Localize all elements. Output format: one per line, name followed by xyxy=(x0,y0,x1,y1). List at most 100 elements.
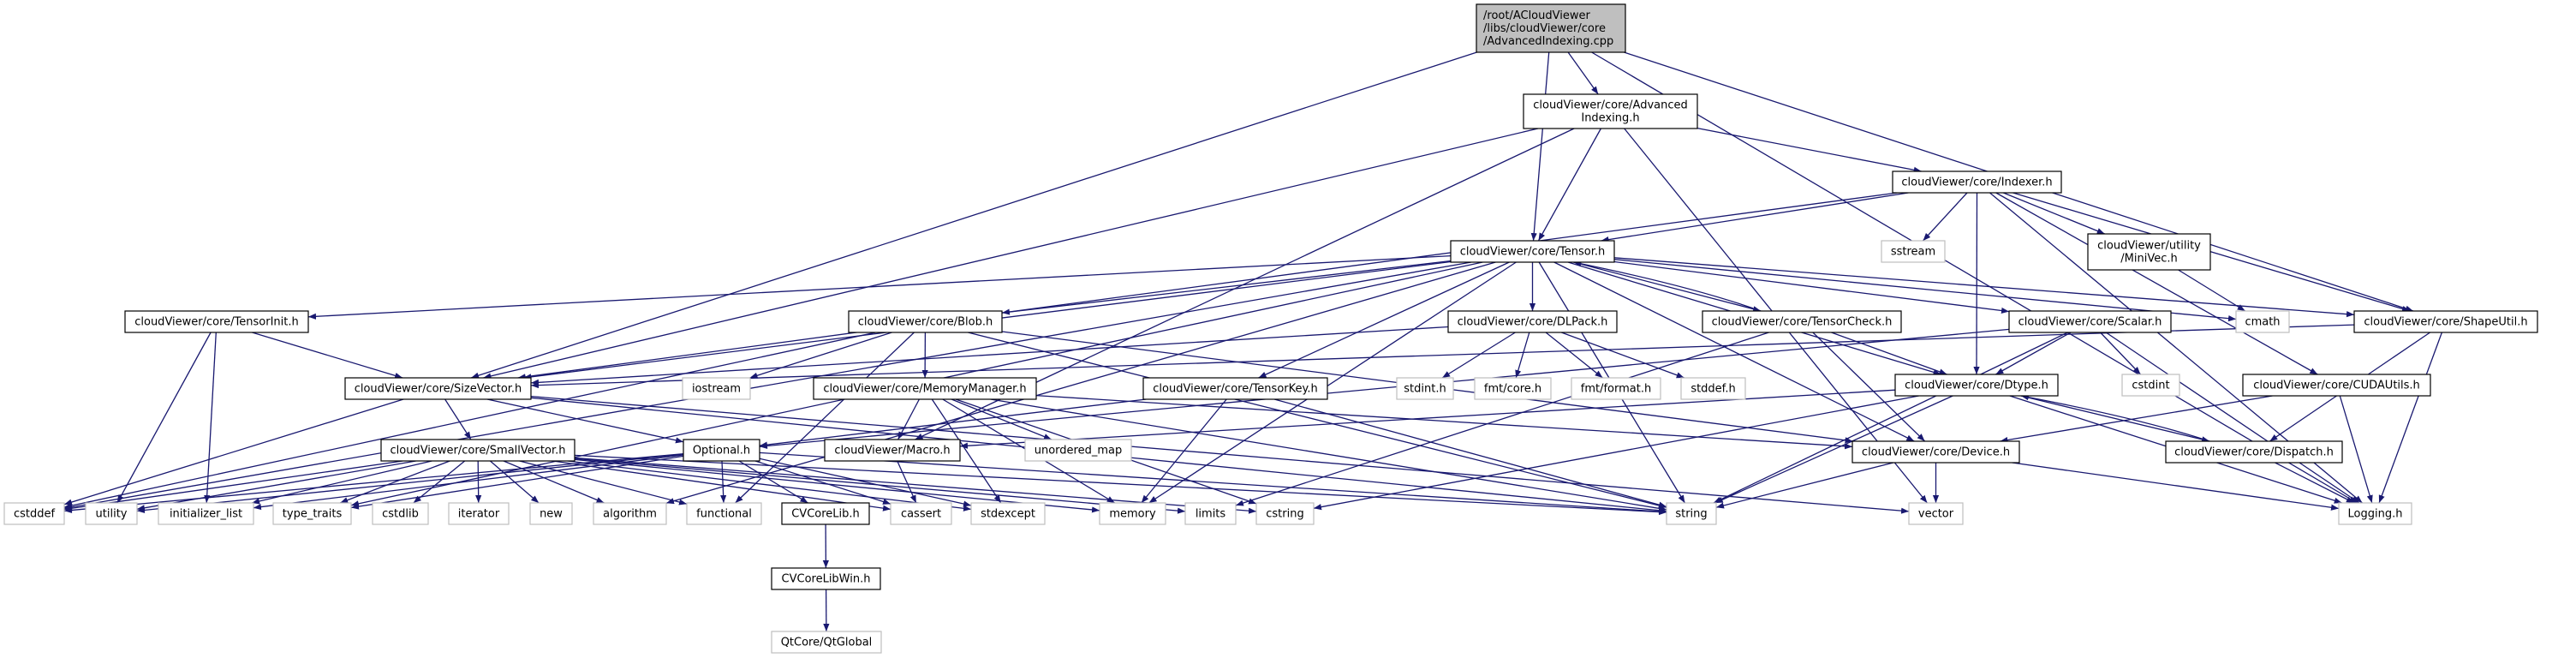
edge-shapeutil-to-sizevector xyxy=(530,324,2355,389)
node-cvcorelib[interactable]: CVCoreLib.h xyxy=(781,502,870,525)
edge-tensor-to-blob xyxy=(1001,260,1452,315)
node-qtglobal: QtCore/QtGlobal xyxy=(771,631,882,654)
edge-blob-to-iostream xyxy=(749,332,892,379)
edge-smallvector-to-cstddef xyxy=(63,460,403,511)
edge-smallvector-to-utility xyxy=(136,460,416,511)
node-box xyxy=(848,310,1003,333)
edge-memmgr-to-device xyxy=(1035,394,1853,450)
edge-smallvector-to-iterator xyxy=(475,460,482,504)
node-device[interactable]: cloudViewer/core/Device.h xyxy=(1852,440,2020,464)
edge-dlpack-to-stddef_h xyxy=(1561,332,1685,379)
node-box xyxy=(781,502,870,525)
node-label: memory xyxy=(1109,508,1156,521)
node-label: cloudViewer/core/SizeVector.h xyxy=(355,383,522,396)
node-box xyxy=(1474,377,1552,400)
node-box xyxy=(1184,502,1237,525)
edge-tensorkey-to-optional xyxy=(759,398,1147,448)
node-label: stdint.h xyxy=(1404,383,1446,396)
node-box xyxy=(380,439,575,462)
edge-root-to-logging xyxy=(1591,51,2358,504)
node-tensorcheck[interactable]: cloudViewer/core/TensorCheck.h xyxy=(1702,310,1902,333)
node-box xyxy=(2087,233,2211,271)
node-box xyxy=(2235,310,2290,333)
node-cvcorelibwin[interactable]: CVCoreLibWin.h xyxy=(771,567,881,590)
edge-smallvector-to-stdexcept xyxy=(567,460,972,511)
edge-tensorcheck-to-tensor xyxy=(1573,260,1762,312)
edge-advidx-to-tensor xyxy=(1537,128,1601,242)
node-box xyxy=(1024,439,1132,462)
edge-root-to-tensor xyxy=(1530,51,1550,242)
node-limits: limits xyxy=(1184,502,1237,525)
edge-root-to-advidx xyxy=(1567,51,1599,95)
node-box xyxy=(771,631,882,654)
edge-dlpack-to-sizevector xyxy=(530,326,1449,386)
edge-advidx-to-sizevector xyxy=(483,128,1539,380)
node-label: limits xyxy=(1196,508,1226,521)
node-fmtformat: fmt/format.h xyxy=(1571,377,1661,400)
node-smallvector[interactable]: cloudViewer/core/SmallVector.h xyxy=(380,439,575,462)
node-optional[interactable]: Optional.h xyxy=(683,439,760,462)
node-sizevector[interactable]: cloudViewer/core/SizeVector.h xyxy=(344,377,532,400)
node-root[interactable]: /root/ACloudViewer/libs/cloudViewer/core… xyxy=(1476,3,1626,53)
node-label: cloudViewer/core/TensorKey.h xyxy=(1153,383,1317,396)
edge-smallvector-to-string xyxy=(574,454,1667,516)
node-tensorinit[interactable]: cloudViewer/core/TensorInit.h xyxy=(124,310,309,333)
edge-root-to-sizevector xyxy=(470,51,1477,379)
edge-scalar-to-string xyxy=(1713,332,2068,504)
edge-sizevector-to-vector xyxy=(530,395,1910,514)
node-box xyxy=(1476,3,1626,53)
edge-tensor-to-algorithm xyxy=(665,261,1496,505)
edge-shapeutil-to-logging xyxy=(2378,332,2443,504)
edge-sizevector-to-smallvector xyxy=(444,398,472,440)
edge-tensor-to-cstddef xyxy=(63,261,1472,511)
node-box xyxy=(686,502,762,525)
node-box xyxy=(1666,502,1717,525)
node-dispatch[interactable]: cloudViewer/core/Dispatch.h xyxy=(2165,440,2343,464)
node-cudautils[interactable]: cloudViewer/core/CUDAUtils.h xyxy=(2242,374,2431,397)
node-box xyxy=(529,502,573,525)
edge-minivec-to-cmath xyxy=(2178,269,2246,312)
node-box xyxy=(1680,377,1746,400)
edge-tensor-to-shapeutil xyxy=(1613,257,2355,318)
node-cstddef: cstddef xyxy=(3,502,65,525)
node-scalar[interactable]: cloudViewer/core/Scalar.h xyxy=(2008,310,2172,333)
node-label: cloudViewer/core/CUDAUtils.h xyxy=(2253,380,2420,392)
node-tensor[interactable]: cloudViewer/core/Tensor.h xyxy=(1450,240,1615,263)
node-shapeutil[interactable]: cloudViewer/core/ShapeUtil.h xyxy=(2353,310,2538,333)
node-indexer[interactable]: cloudViewer/core/Indexer.h xyxy=(1892,170,2062,194)
edge-advidx-to-indexer xyxy=(1696,127,1922,173)
edge-device-to-string xyxy=(1715,462,1894,509)
node-macro[interactable]: cloudViewer/Macro.h xyxy=(824,439,961,462)
node-label: /MiniVec.h xyxy=(2120,253,2177,266)
node-stddef_h: stddef.h xyxy=(1680,377,1746,400)
node-label: fmt/core.h xyxy=(1484,383,1541,396)
node-label: cmath xyxy=(2245,316,2280,329)
edge-dlpack-to-stdint_h xyxy=(1441,332,1516,379)
edge-dtype-to-string xyxy=(1714,395,1953,504)
node-label: cloudViewer/core/ShapeUtil.h xyxy=(2364,316,2527,329)
node-box xyxy=(593,502,667,525)
node-blob[interactable]: cloudViewer/core/Blob.h xyxy=(848,310,1003,333)
node-label: /AdvancedIndexing.cpp xyxy=(1483,35,1613,48)
edge-optional-to-cvcorelib xyxy=(738,460,808,504)
node-dtype[interactable]: cloudViewer/core/Dtype.h xyxy=(1894,374,2059,397)
edge-tensor-to-tensorinit xyxy=(307,254,1452,320)
node-label: utility xyxy=(96,508,128,521)
edge-scalar-to-cstdint xyxy=(2100,332,2141,375)
node-box xyxy=(1523,93,1698,129)
node-dlpack[interactable]: cloudViewer/core/DLPack.h xyxy=(1447,310,1618,333)
node-unordered_map: unordered_map xyxy=(1024,439,1132,462)
edge-memmgr-to-string xyxy=(990,398,1667,511)
node-box xyxy=(890,502,952,525)
node-minivec[interactable]: cloudViewer/utility/MiniVec.h xyxy=(2087,233,2211,271)
node-memmgr[interactable]: cloudViewer/core/MemoryManager.h xyxy=(813,377,1037,400)
edge-sizevector-to-optional xyxy=(486,398,684,444)
edge-tensorcheck-to-limits xyxy=(1235,332,1769,506)
node-memory: memory xyxy=(1099,502,1166,525)
edge-tensorkey-to-memory xyxy=(1141,398,1227,504)
edge-smallvector-to-initializer_list xyxy=(251,460,432,505)
node-tensorkey[interactable]: cloudViewer/core/TensorKey.h xyxy=(1142,377,1328,400)
edge-optional-to-stdexcept xyxy=(759,458,972,507)
node-advidx[interactable]: cloudViewer/core/AdvancedIndexing.h xyxy=(1523,93,1698,129)
